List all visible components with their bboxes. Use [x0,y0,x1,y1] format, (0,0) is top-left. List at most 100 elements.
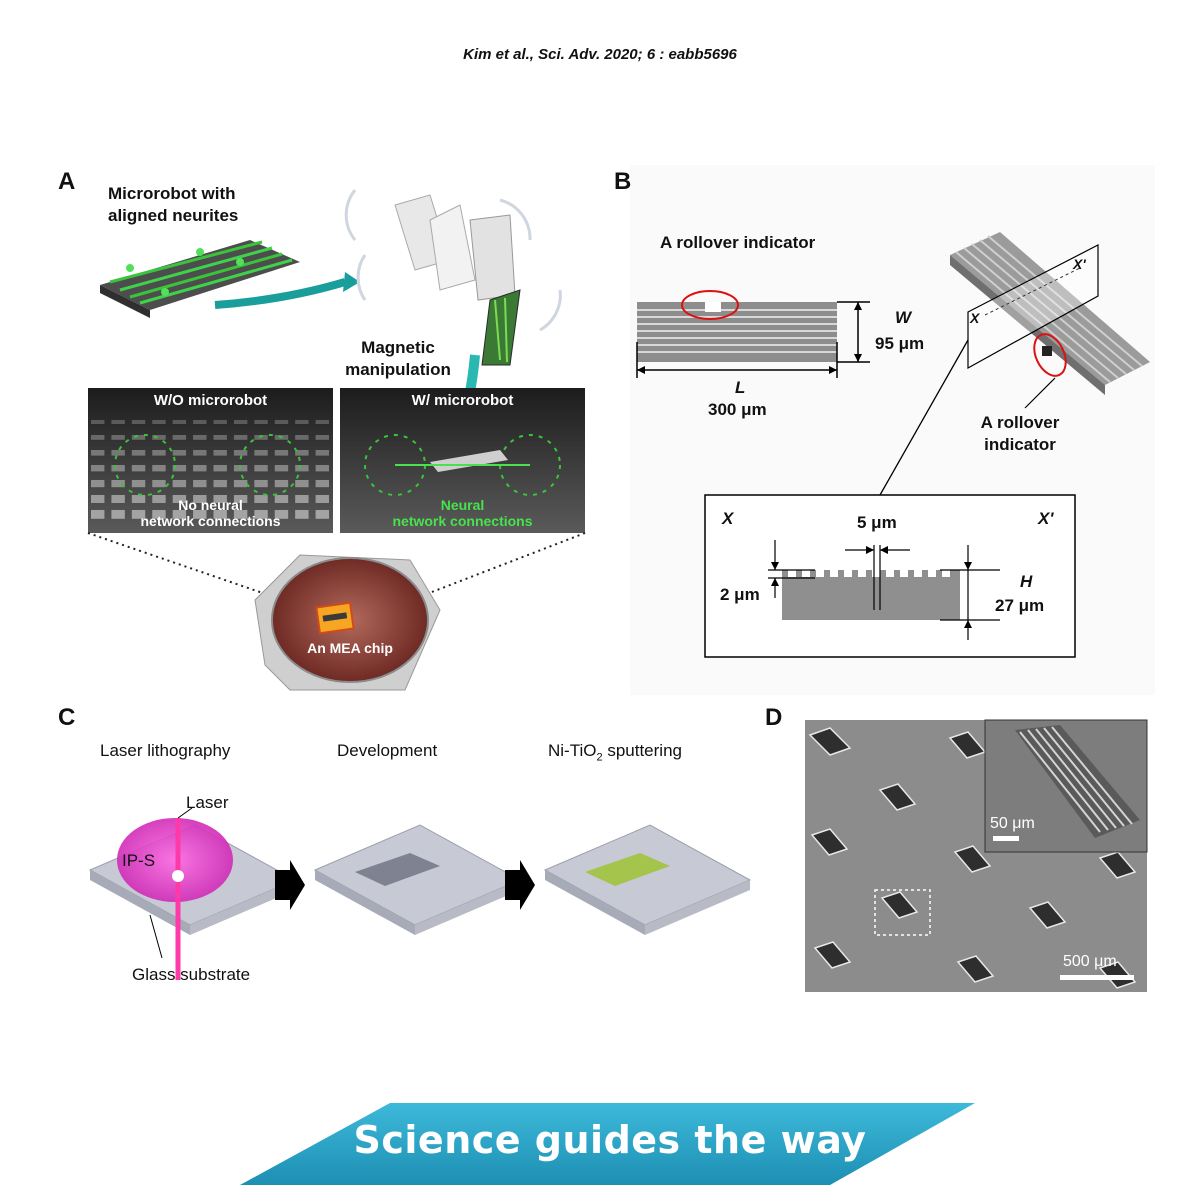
ip-s-label: IP-S [122,851,156,870]
section-x-prime-label: X' [1038,509,1054,528]
mea-chip-illustration [254,554,441,691]
grid-electrode [274,420,289,424]
rollover-indicator-top: A rollover indicator [660,233,816,252]
main-scale-label: 500 μm [1063,953,1117,970]
step-development: Development [337,741,438,760]
grid-electrode [315,495,329,503]
groove-width-label: 5 μm [857,513,897,532]
grid-electrode [193,450,207,456]
h-value: 27 μm [995,596,1045,615]
grid-electrode [295,480,309,488]
grid-electrode [91,420,105,424]
grid-electrode [295,510,309,519]
grid-electrode [152,435,166,440]
grid-electrode [172,465,187,472]
grid-electrode [254,420,268,424]
grid-electrode [295,465,309,472]
panel-d-label: D [765,704,783,731]
panel-a-graphics [87,189,586,691]
grid-electrode [172,420,187,424]
grid-electrode [254,465,268,472]
neuron-network-right [364,434,561,496]
grid-electrode [111,495,125,503]
arrow-to-manipulation [214,278,347,309]
microrobot-3d-view [950,232,1150,409]
inset-scale-label: 50 μm [990,815,1035,832]
grid-electrode [254,450,268,456]
grid-electrode [213,420,227,424]
grid-electrode [274,495,289,503]
section-x-label: X [722,509,734,528]
grid-electrode [213,465,227,472]
panel-d-graphics [805,719,1148,992]
grid-electrode [233,420,248,424]
grid-electrode [152,480,166,488]
process-arrow-2 [505,860,535,910]
grid-electrode [213,510,227,519]
grid-electrode [193,480,207,488]
grid-electrode [193,495,207,503]
grid-electrode [172,450,187,456]
x-prime-label-3d: X' [1073,256,1086,272]
grid-electrode [152,420,166,424]
x-label-3d: X [970,310,980,326]
grid-electrode [193,435,207,440]
panel-c-label: C [58,704,76,731]
microrobot-title: Microrobot with aligned neurites [108,184,239,225]
grid-electrode [233,480,248,488]
banner [240,1103,975,1185]
microrobot-illustration [100,240,300,318]
grid-electrode [315,450,329,456]
with-caption: Neural network connections [392,497,533,529]
sem-microrobots [808,727,1137,989]
grid-electrode [172,510,187,519]
grid-electrode [131,420,146,424]
cross-section-box [704,494,1076,658]
l-symbol: L [735,378,746,397]
laser-label: Laser [186,793,229,812]
grid-electrode [193,465,207,472]
grid-electrode [315,510,329,519]
grid-electrode [315,420,329,424]
grid-electrode [193,510,207,519]
grid-electrode [295,420,309,424]
cross-section-profile [782,570,960,620]
grid-electrode [315,435,329,440]
grid-electrode [152,450,166,456]
step-laser-lithography: Laser lithography [100,741,231,760]
grid-electrode [131,465,146,472]
grid-electrode [111,435,125,440]
banner-text: Science guides the way [353,1118,867,1162]
grid-electrode [254,495,268,503]
grid-electrode [193,420,207,424]
grid-electrode [91,465,105,472]
step-sputtering: Ni-TiO2 sputtering [548,741,682,764]
grid-electrode [172,495,187,503]
w-value: 95 μm [875,334,925,353]
without-caption: No neural network connections [140,497,281,529]
main-scale-bar [1060,975,1134,980]
h-symbol: H [1020,572,1033,591]
with-title: W/ microrobot [411,392,514,409]
panel-b-graphics [636,232,1150,658]
grid-electrode [152,510,166,519]
zoom-region [874,889,931,936]
grid-electrode [213,495,227,503]
grid-electrode [213,450,227,456]
grid-electrode [274,450,289,456]
grid-electrode [213,480,227,488]
grid-electrode [254,510,268,519]
grid-electrode [295,450,309,456]
panel-b-label: B [614,168,632,195]
grid-electrode [233,495,248,503]
grid-electrode [91,495,105,503]
panel-c-graphics [88,807,752,980]
panel-a-label: A [58,168,76,195]
grid-electrode [131,435,146,440]
ip-s-resin-drop [117,818,233,902]
citation: Kim et al., Sci. Adv. 2020; 6 : eabb5696 [463,46,737,63]
grid-electrode [111,510,125,519]
without-microrobot-panel [88,388,333,533]
grid-electrode [111,420,125,424]
